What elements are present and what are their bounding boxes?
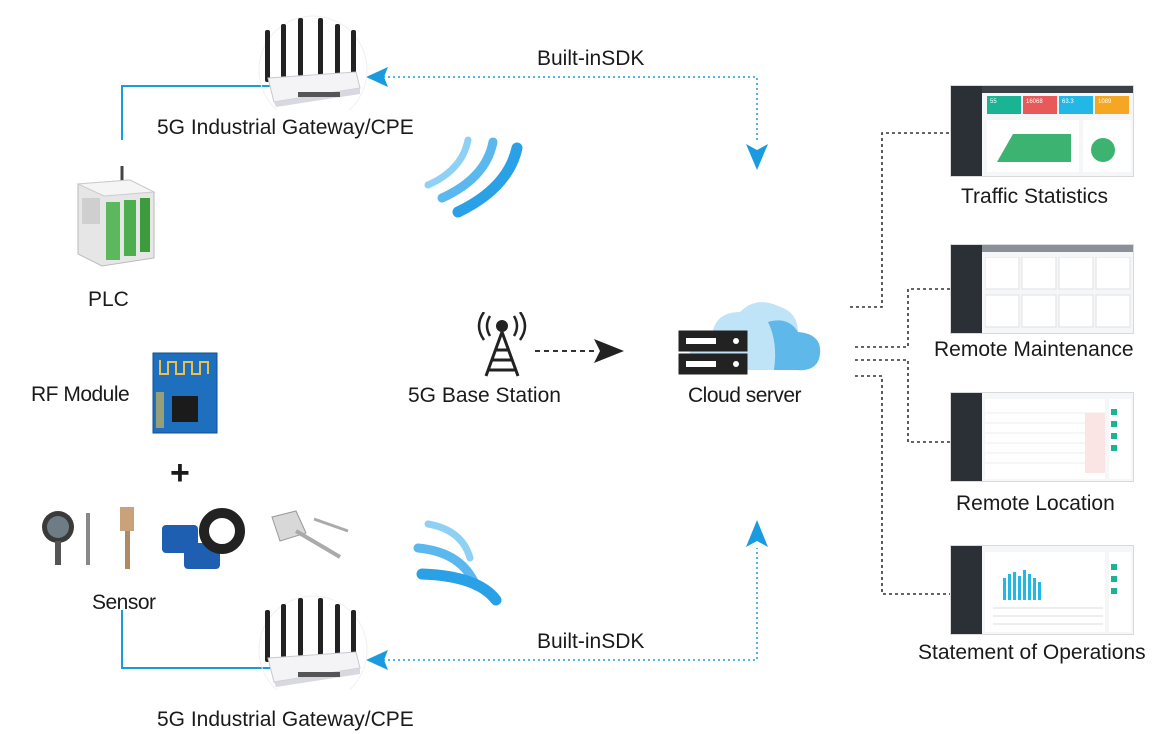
plc-icon — [76, 166, 156, 267]
stat-card-2: 16068 — [1023, 96, 1057, 114]
cloud-icon — [689, 302, 821, 371]
antenna-tower-icon — [477, 311, 527, 377]
remote-maintenance-screenshot — [950, 244, 1134, 334]
gateway-bottom — [238, 590, 378, 705]
sensor-gateway-line — [121, 610, 275, 669]
router-icon — [258, 15, 368, 125]
plc-device — [70, 162, 160, 272]
sensor-label: Sensor — [92, 591, 156, 614]
gateway-label-bottom: 5G Industrial Gateway/CPE — [157, 708, 414, 731]
sdk-label-bottom: Built-inSDK — [537, 630, 645, 653]
sdk-arrow-top-down — [746, 144, 768, 170]
station-cloud-arrow — [594, 339, 624, 363]
statement-operations-screenshot — [950, 545, 1134, 635]
rf-module-label: RF Module — [31, 383, 130, 406]
base-station — [468, 311, 536, 378]
router-icon — [258, 595, 368, 705]
remote-maintenance-label: Remote Maintenance — [934, 338, 1134, 361]
stat-card-1: 55 — [987, 96, 1021, 114]
location-table — [985, 399, 1131, 479]
screenshot-sidebar — [951, 86, 982, 176]
screenshot-topbar — [951, 86, 1133, 93]
device-grid — [985, 257, 1131, 328]
stat-card-value: 55 — [990, 99, 997, 105]
stat-card-3: 63.3 — [1059, 96, 1093, 114]
rf-module — [152, 352, 218, 434]
server-icon — [678, 330, 748, 375]
stat-card-value: 16068 — [1026, 99, 1043, 105]
stat-card-value: 63.3 — [1062, 99, 1074, 105]
sdk-arrow-top-left — [366, 67, 388, 87]
remote-location-label: Remote Location — [956, 492, 1115, 515]
sdk-link-top — [378, 76, 758, 140]
stat-card-4: 1089 — [1095, 96, 1129, 114]
screenshot-sidebar — [951, 393, 982, 481]
statement-operations-label: Statement of Operations — [918, 641, 1146, 664]
platform-links — [850, 132, 950, 595]
rf-module-icon — [152, 352, 218, 434]
screenshot-sidebar — [951, 546, 982, 634]
screenshot-topbar — [951, 245, 1133, 252]
operations-chart — [985, 552, 1131, 632]
traffic-chart — [987, 120, 1131, 172]
stat-card-value: 1089 — [1098, 99, 1112, 105]
sensor-group — [34, 505, 354, 575]
traffic-statistics-screenshot: 55 16068 63.3 1089 — [950, 85, 1134, 177]
traffic-statistics-label: Traffic Statistics — [961, 185, 1109, 208]
sensor-icon — [42, 507, 349, 569]
screenshot-sidebar — [951, 245, 982, 333]
plc-label: PLC — [88, 288, 129, 311]
cloud-server-label: Cloud server — [688, 384, 802, 407]
remote-location-screenshot — [950, 392, 1134, 482]
gateway-label-top: 5G Industrial Gateway/CPE — [157, 116, 414, 139]
sdk-arrow-bottom-up — [746, 520, 768, 547]
plus-sign: + — [170, 454, 190, 492]
gateway-top — [238, 10, 378, 125]
sdk-arrow-bottom-left — [366, 650, 388, 670]
plc-gateway-line — [121, 85, 275, 140]
base-station-label: 5G Base Station — [408, 384, 561, 407]
cloud-server — [676, 292, 826, 382]
sdk-link-bottom — [378, 548, 758, 661]
sdk-label-top: Built-inSDK — [537, 47, 645, 70]
signal-wave-icon — [413, 136, 523, 606]
